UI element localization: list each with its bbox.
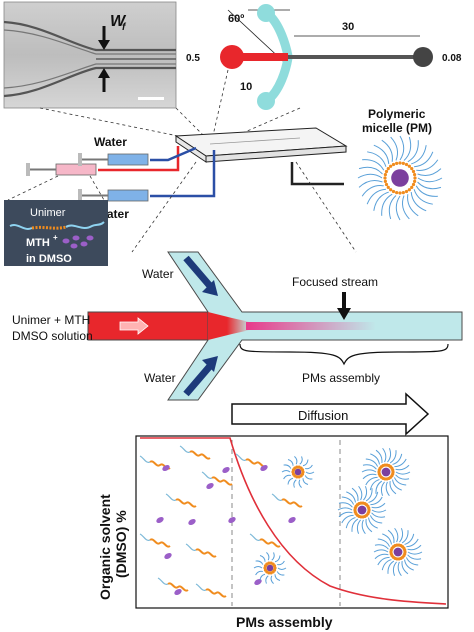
plot-ylabel-line2: (DMSO) % [113,510,129,578]
syringe-blue-bottom [78,189,149,202]
micelle-small [253,552,287,584]
unimer-chain [139,533,151,541]
plot-ylabel-line1: Organic solvent [97,494,113,600]
micelle-medium [337,485,387,535]
scale-bar [138,97,164,100]
length-side-label: 10 [240,81,252,93]
flow-water-top-label: Water [142,267,174,281]
plot-xlabel: PMs assembly [236,614,333,630]
micelle-medium [361,447,411,497]
solvent-plot: Diffusion Organic solvent (DMSO) % PMs a… [97,392,449,630]
pms-assembly-flow-label: PMs assembly [302,371,380,385]
drug-molecule [174,588,182,596]
syringe-red [26,163,97,176]
mth-label: MTH [26,237,50,249]
unimer-chain [139,455,151,463]
flow-focusing-diagram: Water Water Focused stream Unimer + MTH … [12,251,463,401]
drug-molecule [288,516,296,524]
wf-label: W [110,13,127,30]
unimer-chain [165,493,177,501]
zoom-connectors-middle [131,161,357,253]
inlet-label-line2: DMSO solution [12,329,93,343]
in-dmso-label: in DMSO [26,253,72,265]
drug-molecule [228,516,236,524]
micrograph-panel: W f [3,1,177,109]
unimer-chain [271,493,283,501]
drug-molecule [162,464,170,472]
inlet-label-line1: Unimer + MTH [12,313,90,327]
syringe-blue-top [78,153,149,166]
unimer-inset: Unimer MTH + in DMSO [4,175,108,266]
unimer-label: Unimer [30,207,66,219]
micelle-small [281,456,315,488]
drug-molecule [156,516,164,524]
length-main-label: 30 [342,21,354,33]
focused-stream-label: Focused stream [292,275,378,289]
wf-subscript: f [122,22,127,33]
unimer-chain [179,445,191,453]
unimer-chain [249,533,261,541]
drug-molecule [206,482,214,490]
flow-water-bottom-label: Water [144,371,176,385]
unimer-chain [157,577,169,585]
micelle-medium [373,527,423,577]
mth-charge: + [53,233,58,242]
drug-molecule [188,518,196,526]
drug-molecule [164,552,172,560]
micelle-large [357,135,443,221]
unimer-chain [195,583,207,591]
solvent-curve [140,437,447,605]
device-water-top-label: Water [94,135,127,149]
geometry-schematic: 60º 30 10 0.5 0.08 [186,4,462,110]
micelle-title-line2: micelle (PM) [362,121,432,135]
unimer-chain [201,471,213,479]
unimer-chain [235,453,247,461]
right-value-label: 0.08 [442,53,462,64]
unimer-chain [185,543,197,551]
drug-molecule [222,466,230,474]
diffusion-label: Diffusion [298,408,348,423]
micelle-title-line1: Polymeric [368,107,426,121]
angle-label: 60º [228,13,244,25]
drug-molecule [260,464,268,472]
left-value-label: 0.5 [186,53,200,64]
polymeric-micelle-illustration: Polymeric micelle (PM) [357,107,443,221]
